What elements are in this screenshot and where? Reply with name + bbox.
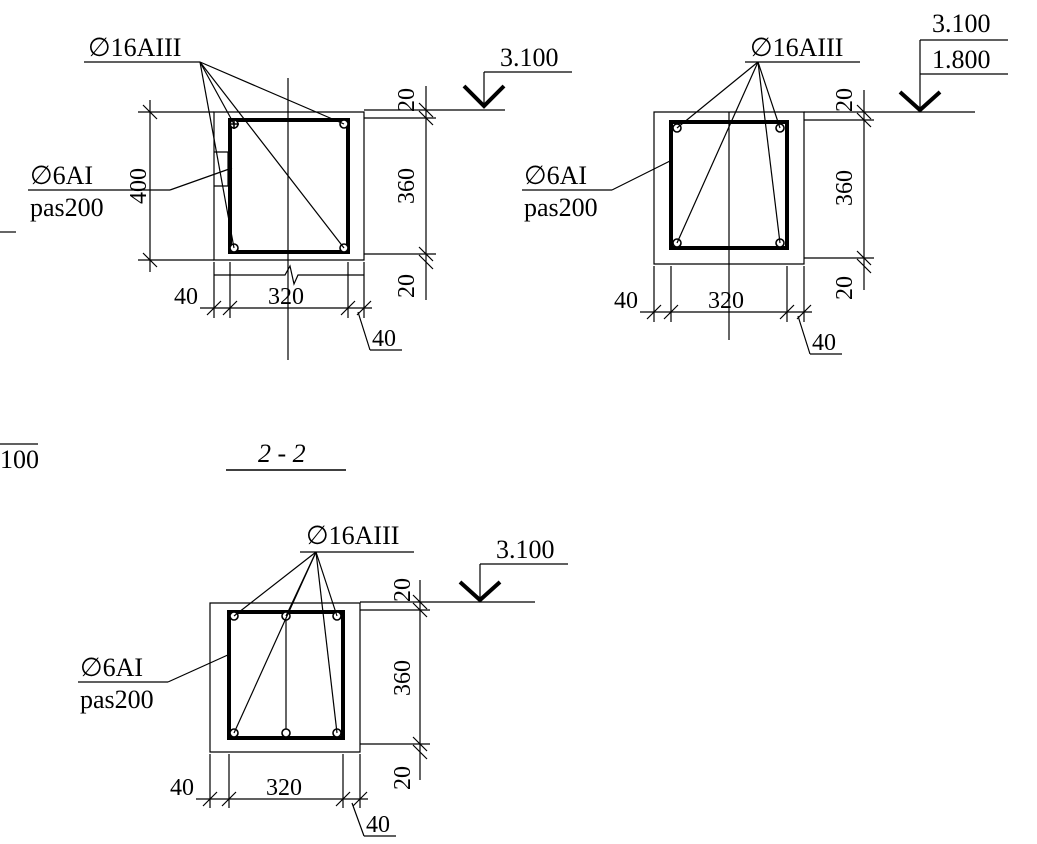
dim-tick [646, 304, 812, 320]
stirrup-label: ∅6AI [80, 653, 143, 682]
fragment-label: 100 [0, 445, 39, 474]
dim-top-cover-label: 20 [832, 88, 858, 112]
leader-line [611, 159, 673, 191]
leader-line [167, 653, 231, 683]
leader-line [315, 551, 338, 734]
dim-tick [142, 104, 158, 268]
rebar-main-label: ∅16AIII [88, 33, 181, 62]
stirrup-spacing-label: pas200 [524, 193, 598, 222]
dim-left-cover-label: 40 [614, 288, 638, 314]
leader-line [233, 551, 317, 617]
leader-line [199, 61, 235, 249]
column-outline [213, 111, 365, 261]
section-top-left: ∅16AIII ∅6AI pas200 3.100 400 20 360 20 [0, 33, 572, 360]
column-outline [209, 602, 361, 753]
column-outline [653, 111, 805, 265]
leader-line [233, 551, 317, 734]
leader-line [757, 61, 781, 129]
dim-tick [206, 300, 372, 316]
stirrup [228, 118, 350, 254]
dim-height-label: 400 [126, 168, 152, 204]
rebar-main-label: ∅16AIII [306, 521, 399, 550]
fragment: 100 [0, 443, 39, 474]
dim-tick [412, 594, 428, 760]
leader-line [757, 61, 781, 244]
dim-core-height-label: 360 [832, 170, 858, 206]
dim-left-cover-label: 40 [174, 284, 198, 310]
dim-core-height-label: 360 [394, 168, 420, 204]
dim-tick [856, 104, 872, 274]
stirrup [669, 120, 789, 250]
leader-line [797, 315, 811, 355]
elevation-label: 3.100 [500, 43, 559, 72]
leader-line [199, 61, 345, 125]
dim-core-width-label: 320 [266, 775, 302, 801]
dim-core-height-label: 360 [390, 660, 416, 696]
elevation-top-label: 3.100 [932, 9, 991, 38]
stirrup-label: ∅6AI [30, 161, 93, 190]
notch [214, 151, 229, 187]
section-title: 2 - 2 [258, 439, 306, 468]
stirrup-spacing-label: pas200 [30, 193, 104, 222]
dim-tick [202, 791, 368, 807]
leader-line [199, 61, 235, 125]
rebar-main-label: ∅16AIII [750, 33, 843, 62]
dim-tick [418, 102, 434, 270]
stirrup-spacing-label: pas200 [80, 685, 154, 714]
leader-line [169, 167, 233, 191]
dim-right-cover-label: 40 [812, 330, 836, 356]
dim-right-cover-label: 40 [366, 812, 390, 838]
break-line [214, 264, 364, 286]
leader-line [357, 311, 371, 351]
elevation-label: 3.100 [496, 535, 555, 564]
leader-line [676, 61, 759, 244]
section-bottom: 2 - 2 ∅16AIII ∅6AI pas200 3.100 20 360 [78, 439, 568, 838]
leader-line [351, 802, 365, 837]
dim-core-width-label: 320 [268, 284, 304, 310]
leader-line [676, 61, 759, 129]
leader-line [315, 551, 338, 617]
dim-bottom-cover-label: 20 [394, 274, 420, 298]
section-top-right: ∅16AIII ∅6AI pas200 3.100 1.800 20 360 2… [522, 9, 1008, 356]
dim-bottom-cover-label: 20 [390, 766, 416, 790]
rebar [281, 728, 291, 738]
elevation-bottom-label: 1.800 [932, 45, 991, 74]
dim-core-width-label: 320 [708, 288, 744, 314]
dim-left-cover-label: 40 [170, 775, 194, 801]
leader-line [199, 61, 345, 249]
dim-top-cover-label: 20 [394, 88, 420, 112]
dim-right-cover-label: 40 [372, 326, 396, 352]
dim-bottom-cover-label: 20 [832, 276, 858, 300]
dim-top-cover-label: 20 [390, 578, 416, 602]
stirrup-label: ∅6AI [524, 161, 587, 190]
